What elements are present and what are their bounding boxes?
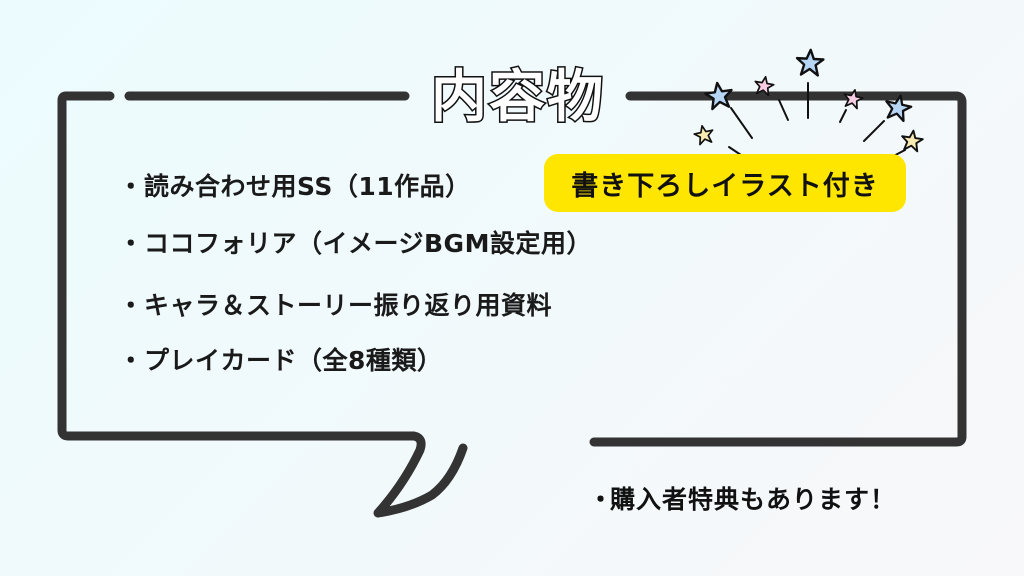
illustration-badge: 書き下ろしイラスト付き <box>544 154 906 212</box>
list-item: ・ココフォリア（イメージBGM設定用） <box>118 224 592 260</box>
bubble-top-right-segment <box>589 91 967 447</box>
bullet: ・ <box>118 291 144 320</box>
yellow-star-icon <box>901 129 924 153</box>
list-item-label: プレイカード（全8種類） <box>144 346 443 375</box>
list-item-label: ココフォリア（イメージBGM設定用） <box>144 229 592 258</box>
blue-star-icon <box>795 48 825 77</box>
bullet: ・ <box>118 346 144 375</box>
bonus-label: 購入者特典もあります！ <box>610 485 897 514</box>
purchaser-bonus-note: ・購入者特典もあります！ <box>588 480 896 516</box>
page-title: 内容物 <box>430 63 605 131</box>
bullet: ・ <box>118 229 144 258</box>
list-item: ・キャラ＆ストーリー振り返り用資料 <box>118 286 552 322</box>
blue-star-icon <box>704 81 733 111</box>
bullet: ・ <box>118 172 144 201</box>
list-item: ・読み合わせ用SS（11作品） <box>118 167 471 203</box>
bullet: ・ <box>588 485 615 514</box>
list-item-label: キャラ＆ストーリー振り返り用資料 <box>144 291 553 320</box>
blue-star-icon <box>885 94 913 123</box>
pink-star-icon <box>843 89 864 110</box>
yellow-star-icon <box>693 125 714 146</box>
list-item-label: 読み合わせ用SS（11作品） <box>144 172 471 201</box>
list-item: ・プレイカード（全8種類） <box>118 341 442 377</box>
bubble-top-left-segment <box>57 91 468 518</box>
pink-star-icon <box>754 75 775 97</box>
